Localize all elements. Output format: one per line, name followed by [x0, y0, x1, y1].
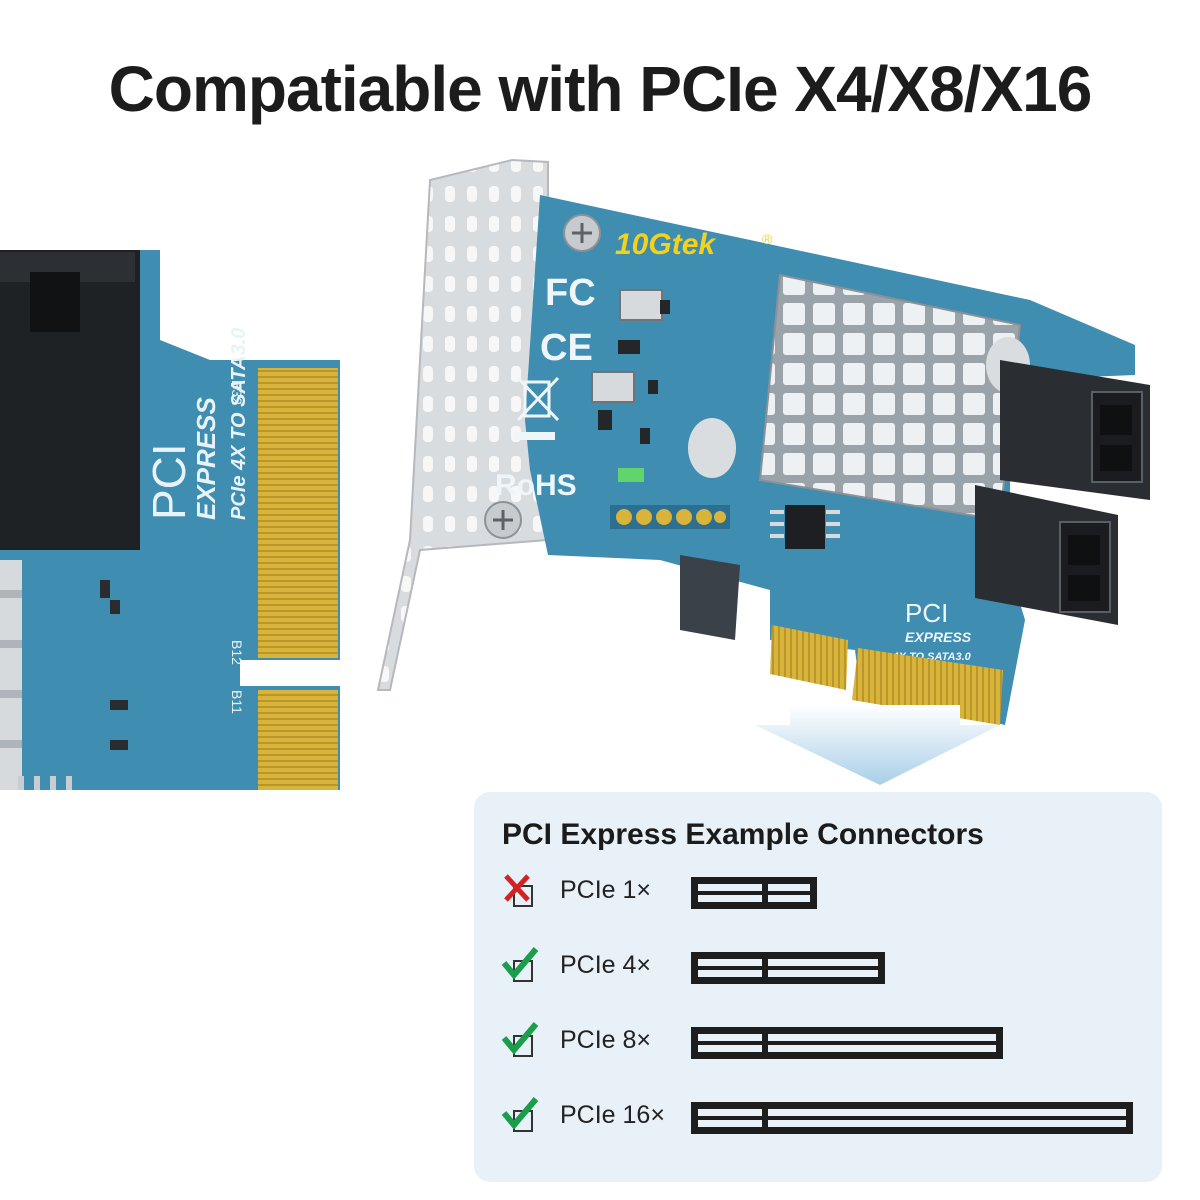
product-card: 10Gtek ® FC CE RoHS	[376, 158, 1150, 725]
sata-port-upper	[1000, 360, 1150, 500]
model-label-closeup: PCIe 4X TO SATA3.0	[228, 328, 250, 520]
connector-row-x4: PCIe 4×	[474, 937, 1162, 997]
slot-x8	[691, 1027, 1003, 1059]
pci-logo-text: PCI	[143, 443, 195, 520]
connector-label-x4: PCIe 4×	[560, 951, 652, 979]
connector-label-x16: PCIe 16×	[560, 1101, 665, 1129]
slot-x1	[691, 877, 817, 909]
weee-bin-icon	[516, 376, 560, 422]
pci-express-logo-closeup: PCI EXPRESS PCIe 4X TO SATA3.0	[143, 328, 250, 520]
connector-row-x8: PCIe 8×	[474, 1012, 1162, 1072]
connector-label-x8: PCIe 8×	[560, 1026, 652, 1054]
check-icon	[501, 1022, 539, 1057]
pin-label-b12: B12	[229, 640, 245, 665]
pin-label-b11: B11	[229, 690, 245, 714]
closeup-card: PCI EXPRESS PCIe 4X TO SATA3.0 B32 B12 B…	[0, 250, 340, 790]
connector-row-x1: PCIe 1×	[474, 862, 1162, 922]
gold-fingers-lower	[258, 690, 338, 790]
brand-logo: 10Gtek	[615, 228, 716, 261]
down-arrow	[755, 705, 1000, 785]
check-icon	[501, 1097, 539, 1132]
connector-row-x16: PCIe 16×	[474, 1087, 1162, 1147]
cross-icon	[504, 874, 533, 907]
pci-logo-small: PCI	[905, 598, 948, 628]
connector-panel: PCI Express Example Connectors PCIe 1× P…	[474, 792, 1162, 1182]
slot-x16	[691, 1102, 1133, 1134]
slot-x4	[691, 952, 885, 984]
fcc-mark: FC	[545, 272, 596, 314]
rohs-mark: RoHS	[495, 469, 577, 502]
connector-label-x1: PCIe 1×	[560, 876, 652, 904]
sata-port-lower	[975, 485, 1118, 625]
express-logo-small: EXPRESS	[905, 629, 972, 645]
pin-label-b32: B32	[229, 380, 245, 405]
gold-fingers-upper	[258, 368, 338, 658]
check-icon	[501, 947, 539, 982]
ce-mark: CE	[540, 327, 593, 369]
gold-fingers-short	[770, 625, 848, 690]
product-illustration: PCI EXPRESS PCIe 4X TO SATA3.0 B32 B12 B…	[0, 158, 1150, 790]
registered-mark: ®	[762, 231, 773, 247]
express-logo-text: EXPRESS	[191, 397, 221, 520]
headline: Compatiable with PCIe X4/X8/X16	[108, 53, 1093, 125]
panel-title: PCI Express Example Connectors	[502, 818, 984, 851]
